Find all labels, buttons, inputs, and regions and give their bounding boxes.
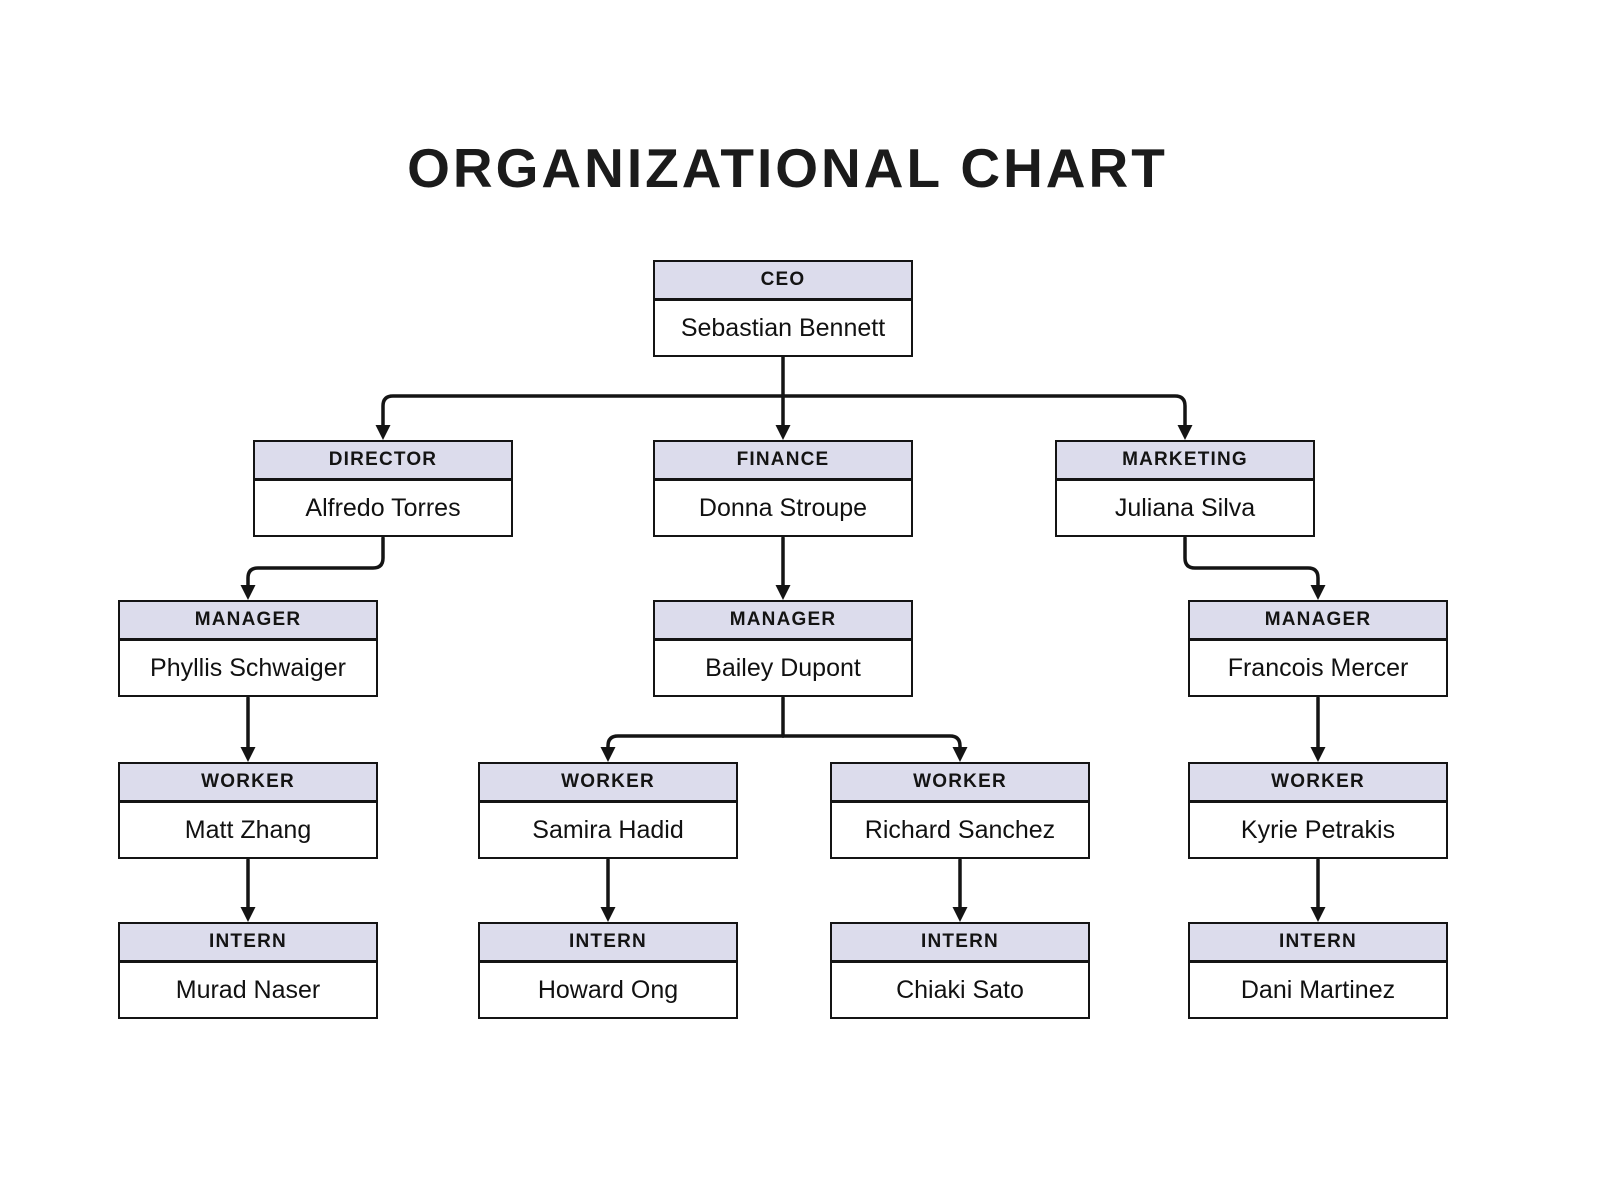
node-intern-marketing: INTERN Dani Martinez <box>1188 922 1448 1019</box>
connector-manager-worker-split-left <box>606 734 785 750</box>
connector-manager-worker-split-right <box>781 734 962 750</box>
node-intern-marketing-role: INTERN <box>1190 924 1446 963</box>
node-intern-marketing-name: Dani Martinez <box>1240 975 1396 1004</box>
node-worker-finance-2-name: Richard Sanchez <box>864 815 1056 844</box>
node-manager-director-name: Phyllis Schwaiger <box>150 653 346 682</box>
node-marketing-name: Juliana Silva <box>1114 493 1256 522</box>
node-director-name: Alfredo Torres <box>305 493 461 522</box>
node-ceo: CEO Sebastian Bennett <box>653 260 913 357</box>
node-intern-finance-2: INTERN Chiaki Sato <box>830 922 1090 1019</box>
node-worker-finance-2-role: WORKER <box>832 764 1088 803</box>
node-manager-director: MANAGER Phyllis Schwaiger <box>118 600 378 697</box>
node-marketing: MARKETING Juliana Silva <box>1055 440 1315 537</box>
node-worker-director: WORKER Matt Zhang <box>118 762 378 859</box>
node-marketing-role: MARKETING <box>1057 442 1313 481</box>
node-intern-director-role: INTERN <box>120 924 376 963</box>
node-worker-finance-1-role: WORKER <box>480 764 736 803</box>
node-worker-finance-2: WORKER Richard Sanchez <box>830 762 1090 859</box>
node-intern-finance-1-name: Howard Ong <box>537 975 679 1004</box>
node-manager-finance-role: MANAGER <box>655 602 911 641</box>
node-manager-finance-name: Bailey Dupont <box>705 653 861 682</box>
node-ceo-role: CEO <box>655 262 911 301</box>
node-manager-marketing-name: Francois Mercer <box>1227 653 1409 682</box>
node-director: DIRECTOR Alfredo Torres <box>253 440 513 537</box>
node-worker-director-name: Matt Zhang <box>184 815 312 844</box>
node-finance-role: FINANCE <box>655 442 911 481</box>
node-intern-director-name: Murad Naser <box>175 975 321 1004</box>
page-title: ORGANIZATIONAL CHART <box>407 137 1168 199</box>
connector-director-manager <box>246 536 385 590</box>
connector-ceo-director <box>381 394 785 430</box>
node-intern-finance-2-role: INTERN <box>832 924 1088 963</box>
node-intern-finance-1-role: INTERN <box>480 924 736 963</box>
node-worker-director-role: WORKER <box>120 764 376 803</box>
node-director-role: DIRECTOR <box>255 442 511 481</box>
node-intern-director: INTERN Murad Naser <box>118 922 378 1019</box>
node-worker-marketing-role: WORKER <box>1190 764 1446 803</box>
node-manager-marketing: MANAGER Francois Mercer <box>1188 600 1448 697</box>
node-worker-marketing-name: Kyrie Petrakis <box>1240 815 1396 844</box>
node-manager-director-role: MANAGER <box>120 602 376 641</box>
node-worker-finance-1: WORKER Samira Hadid <box>478 762 738 859</box>
node-ceo-name: Sebastian Bennett <box>680 313 886 342</box>
node-manager-finance: MANAGER Bailey Dupont <box>653 600 913 697</box>
node-worker-marketing: WORKER Kyrie Petrakis <box>1188 762 1448 859</box>
node-finance: FINANCE Donna Stroupe <box>653 440 913 537</box>
node-manager-marketing-role: MANAGER <box>1190 602 1446 641</box>
node-finance-name: Donna Stroupe <box>698 493 868 522</box>
connector-marketing-manager <box>1183 536 1320 590</box>
node-intern-finance-2-name: Chiaki Sato <box>896 975 1024 1004</box>
connector-ceo-marketing <box>781 394 1187 430</box>
node-worker-finance-1-name: Samira Hadid <box>532 815 684 844</box>
node-intern-finance-1: INTERN Howard Ong <box>478 922 738 1019</box>
